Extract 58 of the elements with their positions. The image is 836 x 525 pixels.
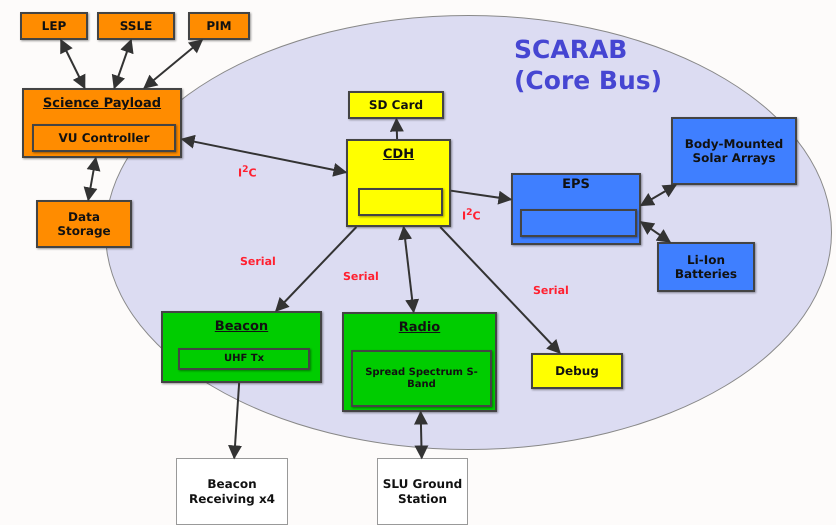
arrow: [180, 134, 348, 177]
block-box: [188, 12, 250, 40]
module-heading: Science Payload: [42, 96, 162, 112]
arrow: [275, 226, 358, 312]
arrow: [390, 118, 404, 140]
arrow: [228, 382, 242, 460]
edge-label: I$^{2}$C: [462, 207, 481, 223]
block-label: Beacon Receiving x4: [188, 477, 276, 506]
block-label: Debug: [555, 364, 599, 378]
module-heading: CDH: [382, 147, 414, 163]
module-heading: EPS: [562, 177, 590, 193]
block-label: LEP: [42, 18, 66, 34]
module-box: [161, 311, 322, 383]
block-label: Spread Spectrum S-Band: [364, 366, 479, 390]
component-box: [520, 209, 637, 237]
module-heading: Radio: [398, 320, 440, 336]
block-box: [32, 124, 176, 152]
module-box: [511, 173, 641, 245]
arrow: [414, 410, 428, 460]
block-box: [20, 12, 88, 40]
bus-title: SCARAB (Core Bus): [514, 34, 664, 96]
block-box: [657, 242, 755, 292]
block-box: [178, 348, 310, 370]
block-box: [671, 117, 797, 185]
edge-label: Serial: [240, 255, 276, 268]
block-label: SSLE: [120, 18, 152, 34]
block-label: SD Card: [368, 98, 424, 112]
block-box: [377, 458, 468, 525]
arrow: [112, 38, 134, 90]
arrow: [450, 190, 512, 205]
arrow: [640, 221, 672, 243]
arrow: [640, 184, 678, 206]
block-box: [531, 353, 623, 389]
block-label: SLU Ground Station: [382, 477, 464, 506]
module-box: [342, 312, 497, 412]
block-label: Body-Mounted Solar Arrays: [684, 136, 784, 166]
module-box: [346, 139, 451, 227]
arrow: [84, 156, 100, 202]
arrow: [143, 39, 204, 89]
arrow: [398, 226, 420, 314]
arrow: [440, 226, 561, 354]
edge-label: I$^{2}$C: [238, 164, 257, 180]
block-box: [348, 91, 444, 119]
block-box: [351, 350, 492, 407]
edge-label: Serial: [533, 284, 569, 297]
module-heading: Beacon: [214, 319, 268, 335]
arrow: [60, 38, 86, 90]
block-box: [97, 12, 175, 40]
block-box: [36, 200, 132, 248]
block-label: Li-Ion Batteries: [674, 252, 738, 282]
block-label: VU Controller: [58, 130, 150, 146]
block-label: PIM: [206, 18, 232, 34]
component-box: [358, 188, 443, 216]
block-label: Data Storage: [56, 210, 112, 238]
block-box: [176, 458, 288, 525]
module-box: [22, 88, 182, 158]
edge-label: Serial: [343, 270, 379, 283]
block-label: UHF Tx: [224, 353, 264, 365]
